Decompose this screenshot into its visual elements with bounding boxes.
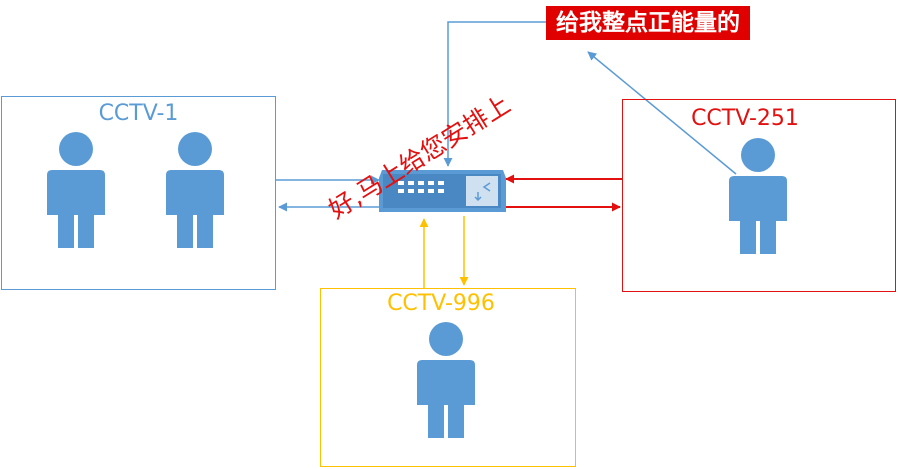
group-cctv-251: CCTV-251	[622, 99, 896, 292]
group-label-cctv-996: CCTV-996	[387, 291, 495, 316]
speech-banner: 给我整点正能量的	[546, 6, 750, 40]
group-cctv-1: CCTV-1	[1, 96, 276, 290]
link-cctv251-to-banner	[587, 51, 737, 175]
group-label-cctv-1: CCTV-1	[98, 101, 179, 126]
group-label-cctv-251: CCTV-251	[691, 106, 799, 131]
network-switch-icon	[379, 170, 506, 212]
group-cctv-996: CCTV-996	[320, 288, 576, 467]
link-banner-to-hub	[443, 21, 546, 167]
